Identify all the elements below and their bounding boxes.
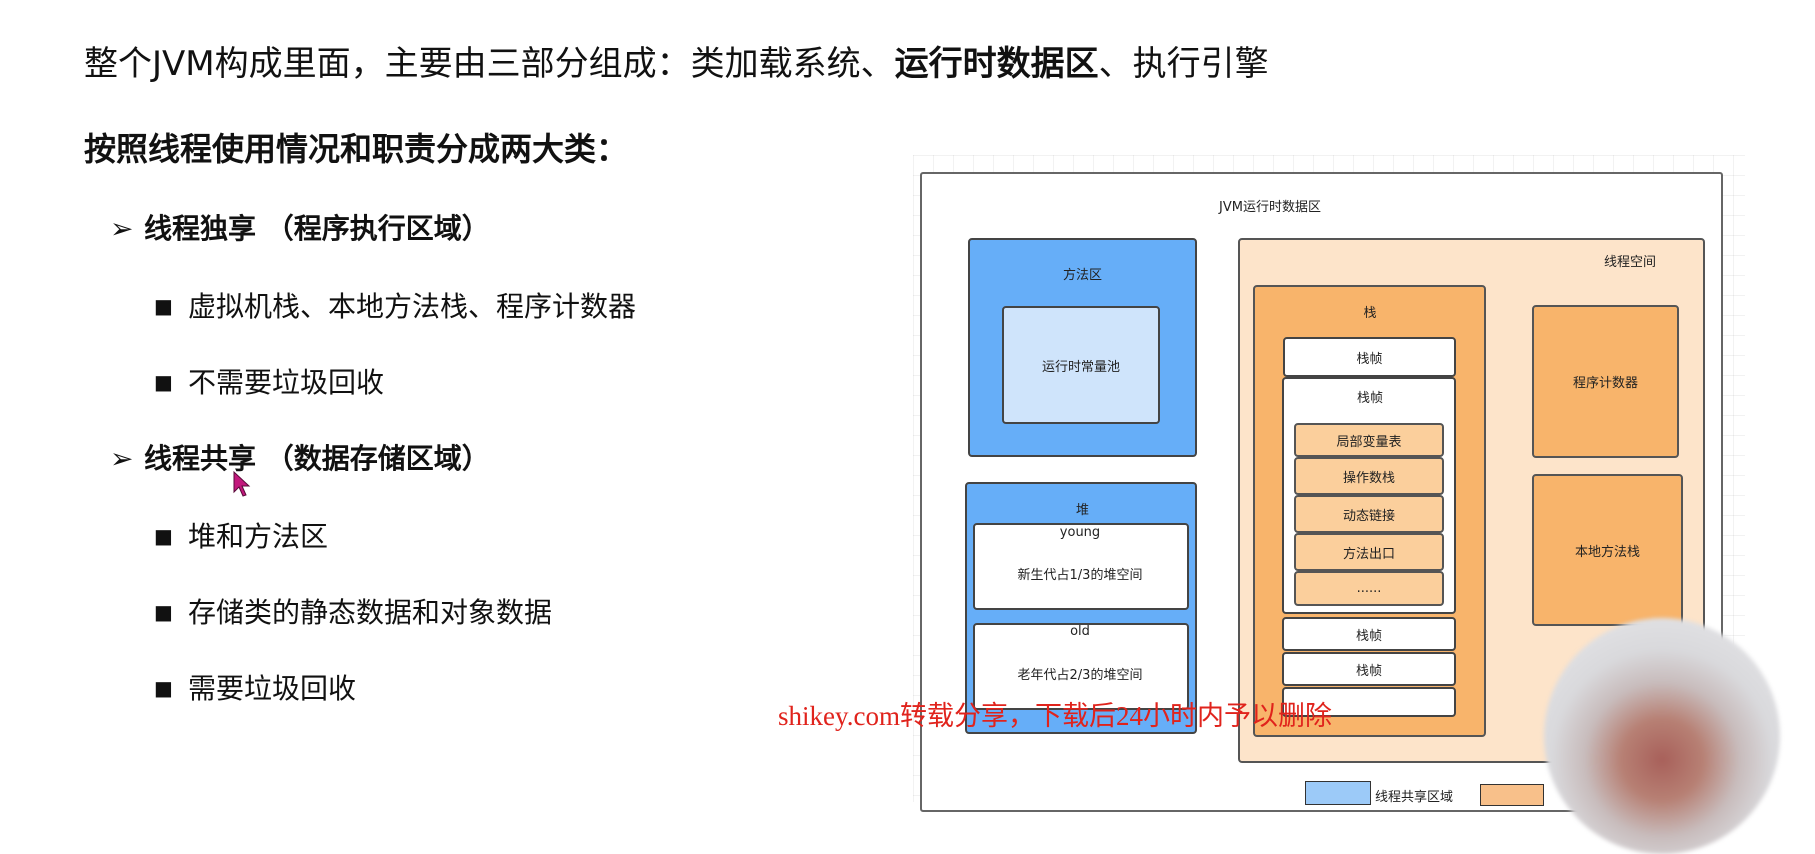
method-area-label: 方法区 <box>1062 268 1102 283</box>
list-item-text: 存储类的静态数据和对象数据 <box>188 596 553 629</box>
group-thread-private: ➢ 线程独享 （程序执行区域） <box>110 210 490 248</box>
thread-space-label: 线程空间 <box>1603 255 1656 270</box>
old-generation <box>973 623 1189 710</box>
program-counter: 程序计数器 <box>1532 305 1679 458</box>
operand-stack: 操作数栈 <box>1294 457 1444 495</box>
heap-label: 堆 <box>1075 503 1089 518</box>
stack-frame-partial <box>1282 687 1456 717</box>
square-bullet-icon: ■ <box>154 370 173 394</box>
stack-frame: 栈帧 <box>1282 652 1456 686</box>
arrow-bullet-icon: ➢ <box>110 442 134 475</box>
list-item: ■ 存储类的静态数据和对象数据 <box>154 593 552 632</box>
slide-headline: 整个JVM构成里面，主要由三部分组成：类加载系统、运行时数据区、执行引擎 <box>84 42 1269 86</box>
list-item: ■ 堆和方法区 <box>154 517 328 556</box>
legend-private-swatch <box>1480 784 1544 806</box>
watermark-text: shikey.com转载分享，下载后24小时内予以删除 <box>778 701 1332 731</box>
arrow-bullet-icon: ➢ <box>110 212 134 245</box>
group-title: 线程共享 （数据存储区域） <box>144 442 490 475</box>
stack-frame: 栈帧 <box>1282 617 1456 651</box>
square-bullet-icon: ■ <box>154 600 173 624</box>
return-address: 方法出口 <box>1294 533 1444 571</box>
old-text: 老年代占2/3的堆空间 <box>1017 668 1143 683</box>
stack-frame: 栈帧 <box>1283 337 1456 377</box>
dynamic-linking: 动态链接 <box>1294 495 1444 533</box>
young-title: young <box>1059 525 1101 540</box>
list-item-text: 需要垃圾回收 <box>188 672 357 705</box>
headline-suffix: 、执行引擎 <box>1098 44 1269 84</box>
group-thread-shared: ➢ 线程共享 （数据存储区域） <box>110 440 490 478</box>
legend-shared-label: 线程共享区域 <box>1375 790 1454 805</box>
list-item-text: 不需要垃圾回收 <box>188 366 385 399</box>
list-item: ■ 需要垃圾回收 <box>154 669 356 708</box>
young-text: 新生代占1/3的堆空间 <box>1017 568 1143 583</box>
presenter-avatar <box>1544 618 1780 854</box>
runtime-constant-pool: 运行时常量池 <box>1002 306 1160 424</box>
young-generation <box>973 523 1189 610</box>
list-item: ■ 虚拟机栈、本地方法栈、程序计数器 <box>154 287 636 326</box>
group-title: 线程独享 （程序执行区域） <box>144 212 490 245</box>
list-item-text: 堆和方法区 <box>188 520 329 553</box>
mouse-cursor-icon <box>233 470 251 497</box>
diagram-title: JVM运行时数据区 <box>1219 200 1321 215</box>
frame-more: ...... <box>1294 571 1444 606</box>
list-item: ■ 不需要垃圾回收 <box>154 363 384 402</box>
headline-bold: 运行时数据区 <box>894 44 1099 84</box>
legend-shared-swatch <box>1305 781 1371 805</box>
stack-label: 栈 <box>1363 306 1377 321</box>
stack-frame-label: 栈帧 <box>1356 391 1383 406</box>
slide-subhead: 按照线程使用情况和职责分成两大类： <box>84 130 629 168</box>
list-item-text: 虚拟机栈、本地方法栈、程序计数器 <box>188 290 637 323</box>
native-method-stack: 本地方法栈 <box>1532 474 1683 626</box>
square-bullet-icon: ■ <box>154 524 173 548</box>
square-bullet-icon: ■ <box>154 294 173 318</box>
local-variable-table: 局部变量表 <box>1294 423 1444 457</box>
old-title: old <box>1070 624 1090 639</box>
headline-prefix: 整个JVM构成里面，主要由三部分组成：类加载系统、 <box>84 44 895 84</box>
square-bullet-icon: ■ <box>154 676 173 700</box>
